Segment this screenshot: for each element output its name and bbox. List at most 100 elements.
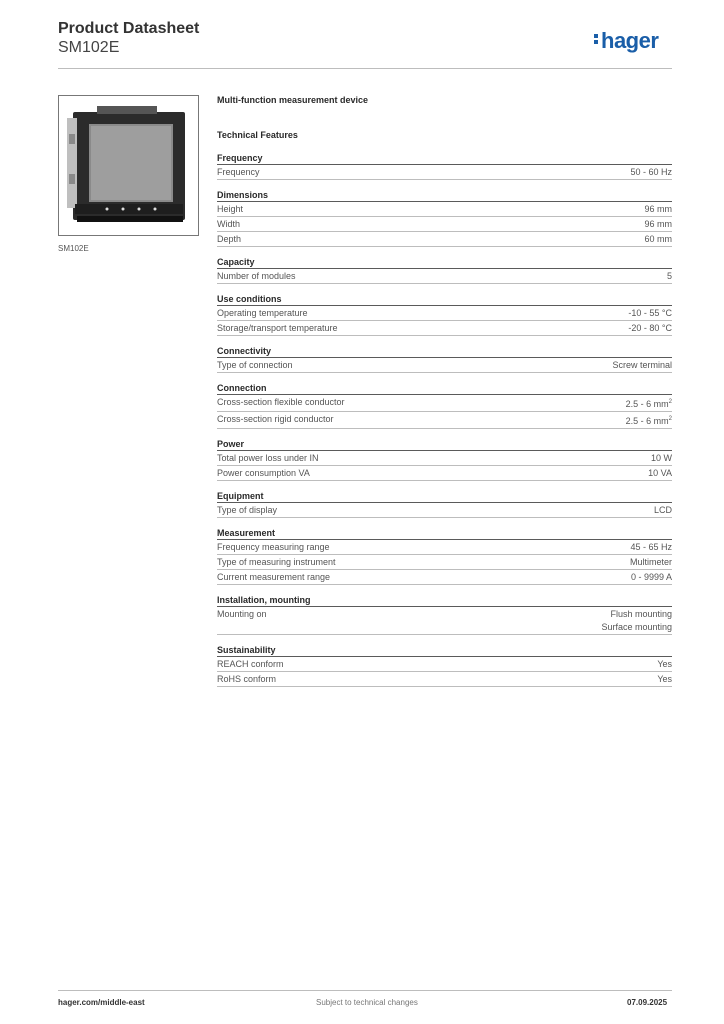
spec-label: Type of connection [217, 360, 293, 370]
spec-value: Multimeter [630, 556, 672, 569]
spec-label: Frequency measuring range [217, 542, 330, 552]
spec-value-text: LCD [653, 505, 672, 515]
spec-label: REACH conform [217, 659, 284, 669]
spec-label: RoHS conform [217, 674, 277, 684]
technical-content: Multi-function measurement device Techni… [217, 95, 672, 696]
spec-value-text: Yes [657, 674, 672, 684]
spec-value: 10 W [651, 452, 672, 465]
page-subtitle: SM102E [58, 39, 120, 56]
spec-value-text: 0 - 9999 A [630, 572, 672, 582]
spec-value: LCD [654, 504, 672, 517]
section-title: Use conditions [217, 293, 672, 306]
logo-dots-icon [594, 32, 600, 46]
spec-row: Frequency 50 - 60 Hz [217, 165, 672, 180]
spec-value: Yes [657, 658, 672, 671]
spec-row: Height 96 mm [217, 202, 672, 217]
spec-value-text: -20 - 80 °C [628, 323, 672, 333]
product-image [67, 106, 185, 222]
spec-label: Number of modules [217, 271, 296, 281]
spec-value-text: 50 - 60 Hz [630, 167, 672, 177]
spec-value: 96 mm [644, 218, 672, 231]
section-title: Frequency [217, 152, 672, 165]
spec-row: Frequency measuring range 45 - 65 Hz [217, 540, 672, 555]
header-divider [58, 68, 672, 69]
spec-value-text: 45 - 65 Hz [630, 542, 672, 552]
footer-date: 07.09.2025 [627, 998, 668, 1007]
spec-value: 2.5 - 6 mm2 [626, 413, 672, 428]
spec-label: Type of display [217, 505, 278, 515]
spec-label: Storage/transport temperature [217, 323, 338, 333]
spec-row: RoHS conform Yes [217, 672, 672, 687]
section-title: Connection [217, 382, 672, 395]
hager-logo: hager [594, 28, 659, 54]
footer-notice: Subject to technical changes [316, 998, 418, 1007]
section-title: Installation, mounting [217, 594, 672, 607]
spec-value-text: 96 mm [644, 219, 672, 229]
spec-label: Operating temperature [217, 308, 308, 318]
spec-label: Cross-section rigid conductor [217, 414, 334, 424]
page-title: Product Datasheet [58, 20, 200, 37]
spec-value: 2.5 - 6 mm2 [626, 396, 672, 411]
spec-label: Frequency [217, 167, 260, 177]
spec-value-text: 10 VA [648, 468, 672, 478]
product-description: Multi-function measurement device [217, 95, 369, 105]
spec-value: -20 - 80 °C [628, 322, 672, 335]
spec-row: REACH conform Yes [217, 657, 672, 672]
spec-value-text: 2.5 - 6 mm [625, 399, 669, 409]
section-title: Power [217, 438, 672, 451]
spec-label: Total power loss under IN [217, 453, 319, 463]
spec-value-text: Screw terminal [612, 360, 672, 370]
spec-value-text: 60 mm [644, 234, 672, 244]
spec-row: Operating temperature -10 - 55 °C [217, 306, 672, 321]
spec-value: 10 VA [648, 467, 672, 480]
spec-row: Current measurement range 0 - 9999 A [217, 570, 672, 585]
section-title: Connectivity [217, 345, 672, 358]
product-image-frame [58, 95, 199, 236]
spec-value: 50 - 60 Hz [630, 166, 672, 179]
footer-website: hager.com/middle-east [58, 998, 145, 1007]
section-title: Sustainability [217, 644, 672, 657]
spec-value: 60 mm [644, 233, 672, 246]
spec-value: 0 - 9999 A [631, 571, 672, 584]
spec-row: Type of connection Screw terminal [217, 358, 672, 373]
spec-label: Mounting on [217, 609, 267, 619]
spec-label: Current measurement range [217, 572, 331, 582]
spec-value: 45 - 65 Hz [630, 541, 672, 554]
spec-row: Total power loss under IN 10 W [217, 451, 672, 466]
spec-row: Type of measuring instrument Multimeter [217, 555, 672, 570]
spec-value-text: Yes [657, 659, 672, 669]
spec-row: Type of display LCD [217, 503, 672, 518]
spec-label: Type of measuring instrument [217, 557, 336, 567]
section-title: Dimensions [217, 189, 672, 202]
product-image-caption: SM102E [58, 244, 89, 253]
footer-divider [58, 990, 672, 991]
spec-value-text: 96 mm [644, 204, 672, 214]
spec-value: -10 - 55 °C [628, 307, 672, 320]
spec-row: Storage/transport temperature -20 - 80 °C [217, 321, 672, 336]
unit-superscript: 2 [668, 416, 672, 422]
spec-value-text: 2.5 - 6 mm [625, 416, 669, 426]
unit-superscript: 2 [668, 399, 672, 405]
spec-value-line: Flush mounting [610, 609, 672, 619]
spec-value: Yes [657, 673, 672, 686]
section-title: Measurement [217, 527, 672, 540]
spec-value: Screw terminal [612, 359, 672, 372]
spec-label: Width [217, 219, 241, 229]
spec-label: Height [217, 204, 244, 214]
logo-text: hager [601, 28, 659, 53]
